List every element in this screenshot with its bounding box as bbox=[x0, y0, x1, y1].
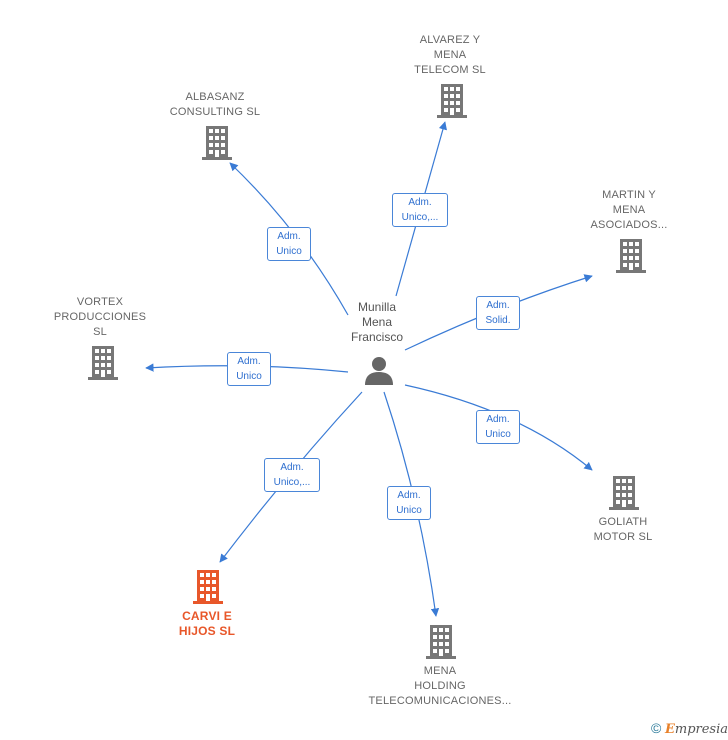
edge-label-carvi[interactable]: Adm. Unico,... bbox=[264, 458, 320, 492]
building-icon-alvarez[interactable] bbox=[437, 84, 467, 118]
empresia-logo[interactable]: Empresia bbox=[664, 722, 728, 737]
edge-label-albasanz[interactable]: Adm. Unico bbox=[267, 227, 311, 261]
building-icon-vortex[interactable] bbox=[88, 346, 118, 380]
person-label[interactable]: Munilla Mena Francisco bbox=[350, 300, 403, 344]
building-icon-martin[interactable] bbox=[616, 239, 646, 273]
company-label-mena[interactable]: MENA HOLDING TELECOMUNICACIONES... bbox=[368, 665, 512, 707]
edge-label-vortex[interactable]: Adm. Unico bbox=[227, 352, 271, 386]
company-label-vortex[interactable]: VORTEX PRODUCCIONES SL bbox=[53, 296, 147, 338]
company-label-martin[interactable]: MARTIN Y MENA ASOCIADOS... bbox=[590, 189, 668, 231]
edge-label-alvarez[interactable]: Adm. Unico,... bbox=[392, 193, 448, 227]
company-label-carvi[interactable]: CARVI E HIJOS SL bbox=[178, 609, 236, 638]
company-label-alvarez[interactable]: ALVAREZ Y MENA TELECOM SL bbox=[414, 34, 486, 76]
company-label-goliath[interactable]: GOLIATH MOTOR SL bbox=[593, 516, 653, 543]
copyright-symbol: © bbox=[651, 720, 662, 736]
edge-label-mena[interactable]: Adm. Unico bbox=[387, 486, 431, 520]
copyright-notice: © Empresia bbox=[651, 720, 728, 737]
building-icon-albasanz[interactable] bbox=[202, 126, 232, 160]
edge-label-goliath[interactable]: Adm. Unico bbox=[476, 410, 520, 444]
building-icon-carvi[interactable] bbox=[193, 570, 223, 604]
company-label-albasanz[interactable]: ALBASANZ CONSULTING SL bbox=[169, 91, 261, 118]
edge-label-martin[interactable]: Adm. Solid. bbox=[476, 296, 520, 330]
person-icon[interactable] bbox=[365, 357, 393, 385]
building-icon-goliath[interactable] bbox=[609, 476, 639, 510]
building-icon-mena[interactable] bbox=[426, 625, 456, 659]
